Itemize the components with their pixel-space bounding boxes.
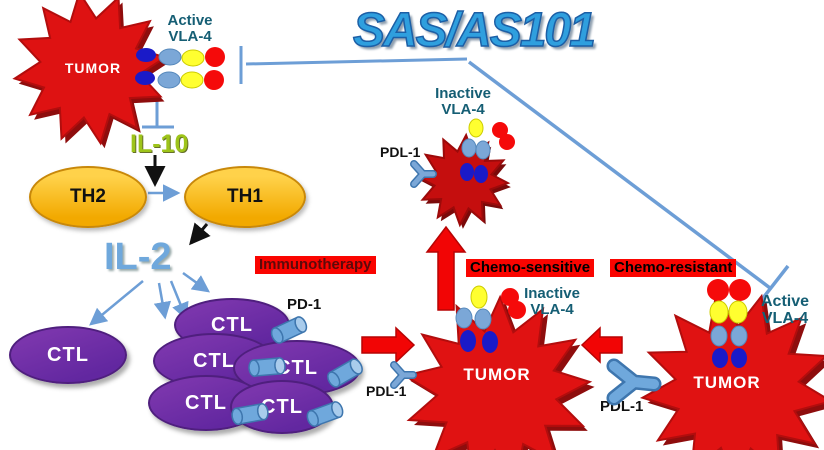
tumor-top-left: [12, 0, 170, 149]
arrow-th1-to-il2: [189, 222, 211, 246]
block-arrow-left-resistant-to-sensitive: [580, 326, 623, 364]
il2-label: IL-2: [104, 236, 172, 278]
chemo-sensitive-label: Chemo-sensitive: [466, 259, 595, 277]
tumor-label-chemo-sensitive: TUMOR: [463, 365, 531, 384]
il10-label: IL-10: [130, 130, 189, 158]
tumor-chemo-sensitive: [402, 294, 595, 450]
ctl-label: CTL: [193, 349, 235, 372]
ctl-label: CTL: [185, 391, 227, 414]
chemo-resistant-label: Chemo-resistant: [610, 259, 737, 277]
block-arrow-right-ctl-to-tumor: [361, 326, 416, 364]
ctl-cell-cluster-bottom-right: CTL: [230, 380, 334, 434]
immunotherapy-label: Immunotherapy: [255, 256, 376, 274]
pdl1-label-chemo-sensitive: PDL-1: [366, 383, 407, 399]
title-sas-as101: SAS/AS101: [352, 4, 596, 57]
block-arrow-up-immunotherapy: [425, 225, 467, 311]
inactive-vla4-complex-chemo-sensitive: [455, 285, 526, 353]
pdl1-label-chemo-resistant: PDL-1: [600, 398, 644, 415]
inactive-vla4-complex-small-tumor: [460, 118, 515, 183]
th2-label: TH2: [70, 186, 106, 207]
th1-cell: TH1: [184, 166, 306, 228]
ctl-label: CTL: [276, 356, 318, 379]
ctl-label: CTL: [47, 343, 89, 366]
active-vla4-complex-chemo-resistant: [707, 279, 751, 368]
inhibit-line-sas-to-active-vla4: [239, 46, 468, 84]
th2-cell: TH2: [29, 166, 147, 228]
th1-label: TH1: [227, 186, 263, 207]
ctl-cell-single: CTL: [9, 326, 127, 384]
tumor-chemo-resistant: [639, 292, 824, 450]
ctl-label: CTL: [261, 395, 303, 418]
tumor-label-topleft: TUMOR: [64, 60, 122, 76]
pd1-label: PD-1: [287, 296, 322, 313]
tumor-label-chemo-resistant: TUMOR: [693, 373, 761, 392]
active-vla4-complex-topleft: [135, 47, 225, 90]
ctl-label: CTL: [211, 313, 253, 336]
pdl1-label-small-tumor: PDL-1: [380, 144, 421, 160]
